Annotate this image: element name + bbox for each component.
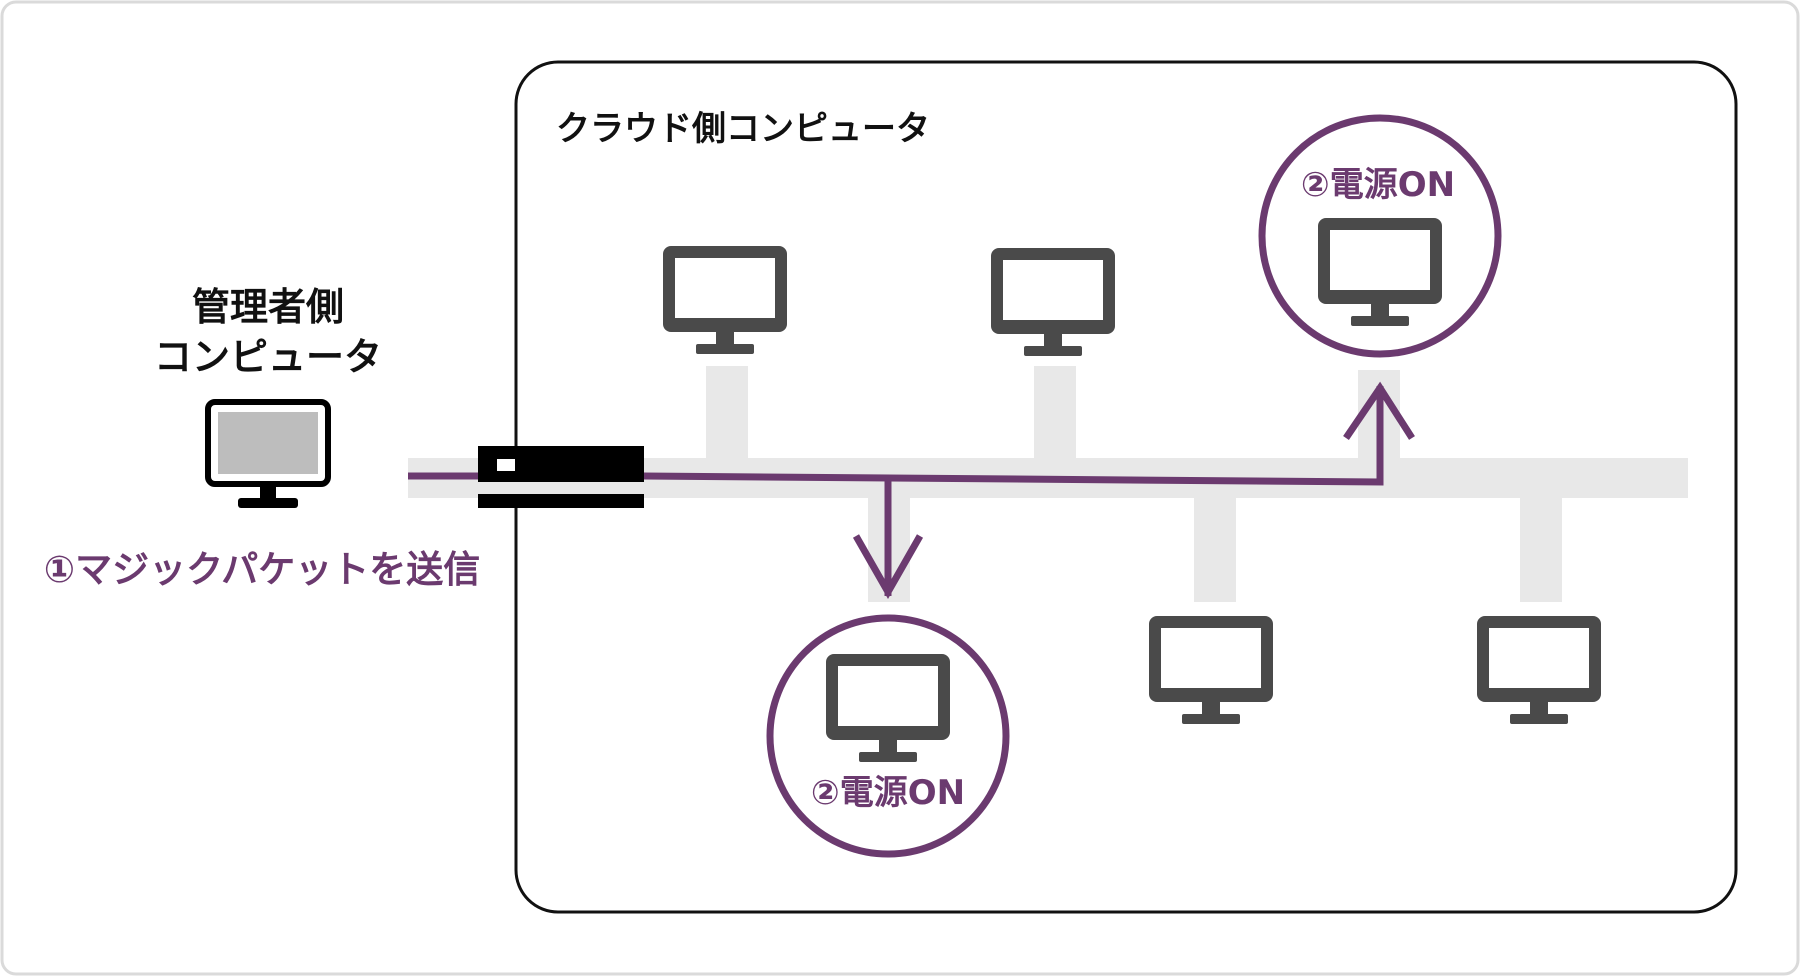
- monitor-icon: [1318, 218, 1442, 326]
- monitor-icon: [991, 248, 1115, 356]
- bus-drop-6: [1520, 494, 1562, 602]
- bus-drop-5: [1194, 494, 1236, 602]
- admin-computer: 管理者側 コンピュータ ①マジックパケットを送信: [44, 285, 480, 591]
- cloud-computer-4-woken: ②電源ON: [766, 614, 1010, 858]
- cloud-computer-5: [1149, 616, 1273, 724]
- send-packet-caption: ①マジックパケットを送信: [44, 548, 480, 591]
- cloud-computer-3-woken: ②電源ON: [1258, 114, 1502, 358]
- cloud-computer-1: [663, 246, 787, 354]
- network-switch: [478, 446, 644, 508]
- cloud-computer-2: [991, 248, 1115, 356]
- bus-drop-1: [706, 366, 748, 462]
- arrowhead-up: [1343, 381, 1415, 440]
- cloud-title: クラウド側コンピュータ: [556, 109, 930, 149]
- monitor-icon: [663, 246, 787, 354]
- monitor-icon: [1477, 616, 1601, 724]
- magic-packet-path: [408, 381, 1415, 600]
- admin-title-line1: 管理者側: [192, 285, 344, 329]
- bus-drop-2: [1034, 366, 1076, 462]
- switch-port: [495, 457, 517, 473]
- arrowhead-down: [852, 534, 924, 600]
- power-on-label-bottom: ②電源ON: [811, 773, 965, 813]
- switch-base: [478, 494, 644, 508]
- admin-monitor-icon: [205, 399, 331, 508]
- admin-title-line2: コンピュータ: [154, 335, 382, 379]
- monitor-icon: [1149, 616, 1273, 724]
- power-on-label-top: ②電源ON: [1301, 165, 1455, 205]
- monitor-icon: [826, 654, 950, 762]
- cloud-computer-6: [1477, 616, 1601, 724]
